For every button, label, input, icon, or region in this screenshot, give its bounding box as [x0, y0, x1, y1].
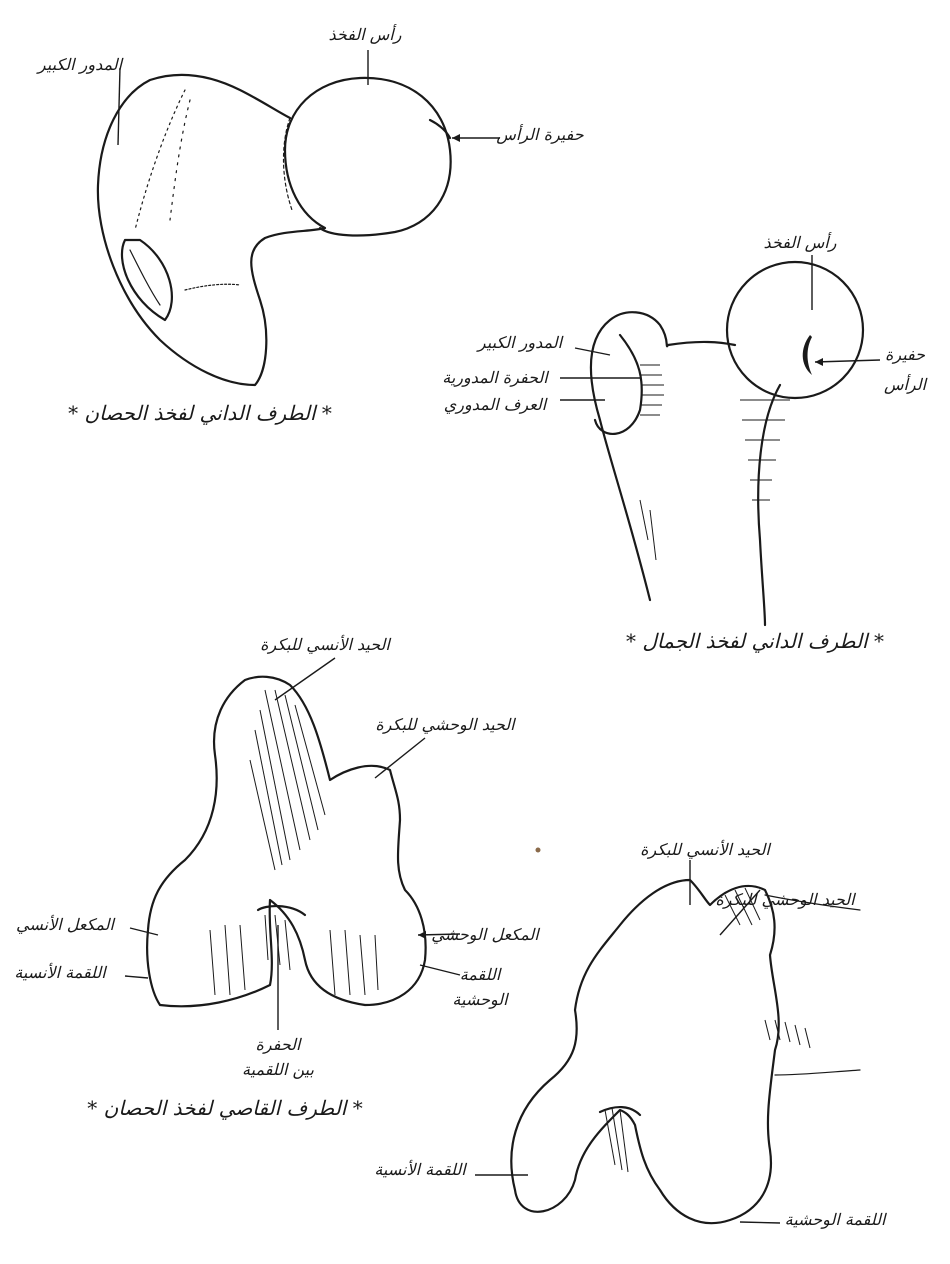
caption-horse-distal: * الطرف القاصي لفخذ الحصان *	[87, 1096, 362, 1120]
label-head: رأس الفخذ	[764, 232, 837, 252]
label-greater-trochanter: المدور الكبير	[476, 333, 564, 352]
label-medial-condyle: اللقمة الأنسية	[14, 962, 107, 982]
horse-distal-femur-figure: الحيد الأنسي للبكرة الحيد الوحشي للبكرة …	[14, 634, 540, 1120]
label-head: رأس الفخذ	[329, 24, 402, 44]
horse-proximal-femur-figure: رأس الفخذ المدور الكبير حفيرة الرأس * ال…	[36, 24, 584, 425]
label-trochanteric-fossa: الحفرة المدورية	[442, 368, 549, 387]
camel-proximal-femur-figure: رأس الفخذ المدور الكبير حفيرة الرأس الحف…	[442, 232, 927, 653]
label-intercondylar-line2: بين اللقمية	[242, 1060, 314, 1079]
camel-proximal-outline	[591, 312, 780, 625]
label-lateral-condyle-line2: الوحشية	[452, 990, 509, 1009]
label-fovea-line1: حفيرة	[885, 345, 925, 364]
label-trochanteric-ridge: العرف المدوري	[444, 395, 548, 414]
label-lateral-ridge: الحيد الوحشي للبكرة	[715, 890, 856, 909]
ink-speck	[536, 848, 541, 853]
label-medial-condyle: اللقمة الأنسية	[374, 1159, 467, 1179]
label-fovea: حفيرة الرأس	[496, 124, 583, 144]
caption-horse-proximal: * الطرف الداني لفخذ الحصان *	[68, 401, 332, 425]
label-lateral-ridge: الحيد الوحشي للبكرة	[375, 715, 516, 734]
label-lateral-epicondyle: المكعل الوحشي	[431, 925, 540, 944]
horse-proximal-outline	[98, 75, 451, 385]
label-medial-ridge: الحيد الأنسي للبكرة	[260, 634, 391, 654]
label-medial-ridge: الحيد الأنسي للبكرة	[640, 839, 771, 859]
label-intercondylar-line1: الحفرة	[256, 1035, 303, 1054]
label-greater-trochanter: المدور الكبير	[36, 55, 124, 74]
caption-camel-proximal: * الطرف الداني لفخذ الجمال *	[626, 629, 884, 653]
label-medial-epicondyle: المكعل الأنسي	[16, 914, 116, 934]
label-lateral-condyle: اللقمة الوحشية	[785, 1210, 887, 1229]
camel-distal-femur-figure: الحيد الأنسي للبكرة الحيد الوحشي للبكرة …	[374, 839, 887, 1229]
label-fovea-line2: الرأس	[884, 374, 928, 394]
camel-distal-outline	[511, 880, 778, 1223]
label-lateral-condyle-line1: اللقمة	[460, 965, 502, 984]
